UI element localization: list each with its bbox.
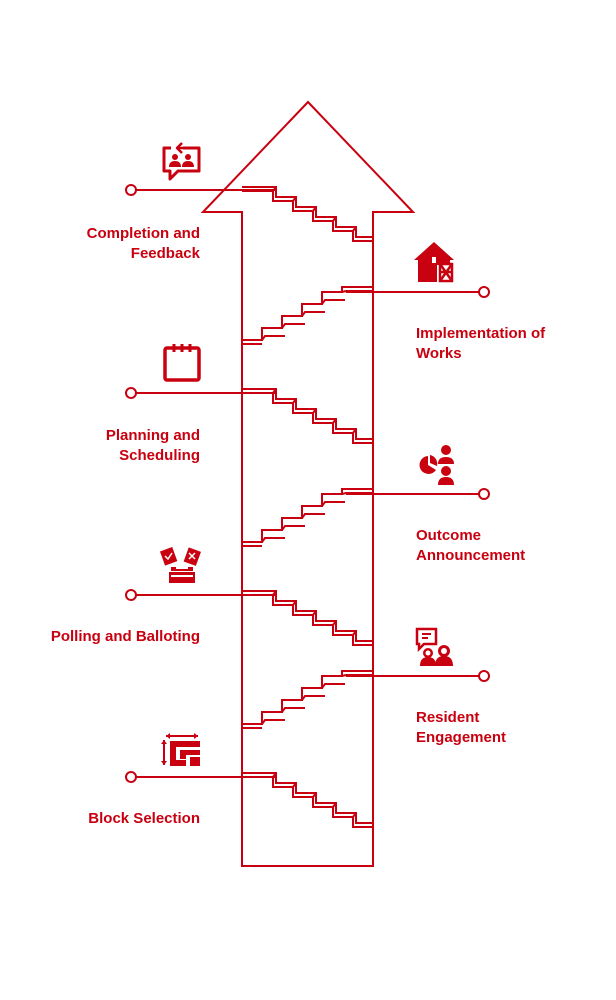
pie-chart-people-icon — [419, 445, 454, 485]
stair-descending-2 — [242, 388, 373, 444]
step-label-outcome: Outcome Announcement — [416, 527, 526, 564]
arrow-outline — [200, 100, 416, 867]
block-layout-icon — [161, 733, 200, 766]
step-label-polling: Polling and Balloting — [50, 628, 200, 645]
node-completion — [125, 184, 137, 196]
step-label-implementation: Implementation of Works — [416, 325, 546, 362]
node-implementation — [478, 286, 490, 298]
house-construction-icon — [414, 242, 454, 283]
step-label-completion: Completion and Feedback — [86, 225, 200, 262]
step-label-block: Block Selection — [88, 810, 200, 827]
node-polling — [125, 589, 137, 601]
calendar-icon — [163, 344, 201, 382]
step-label-planning: Planning and Scheduling — [105, 427, 200, 464]
step-label-resident: Resident Engagement — [416, 709, 507, 746]
stair-ascending-3 — [242, 670, 373, 729]
stair-ascending-2 — [242, 488, 373, 547]
node-outcome — [478, 488, 490, 500]
stair-descending-3 — [242, 590, 373, 646]
node-planning — [125, 387, 137, 399]
ballot-box-icon — [159, 547, 201, 583]
node-resident — [478, 670, 490, 682]
stair-descending-4 — [242, 772, 373, 828]
resident-chat-icon — [415, 627, 453, 666]
feedback-chat-icon — [162, 142, 201, 181]
node-block — [125, 771, 137, 783]
stair-ascending-1 — [242, 286, 373, 345]
stair-descending-1 — [242, 186, 373, 242]
